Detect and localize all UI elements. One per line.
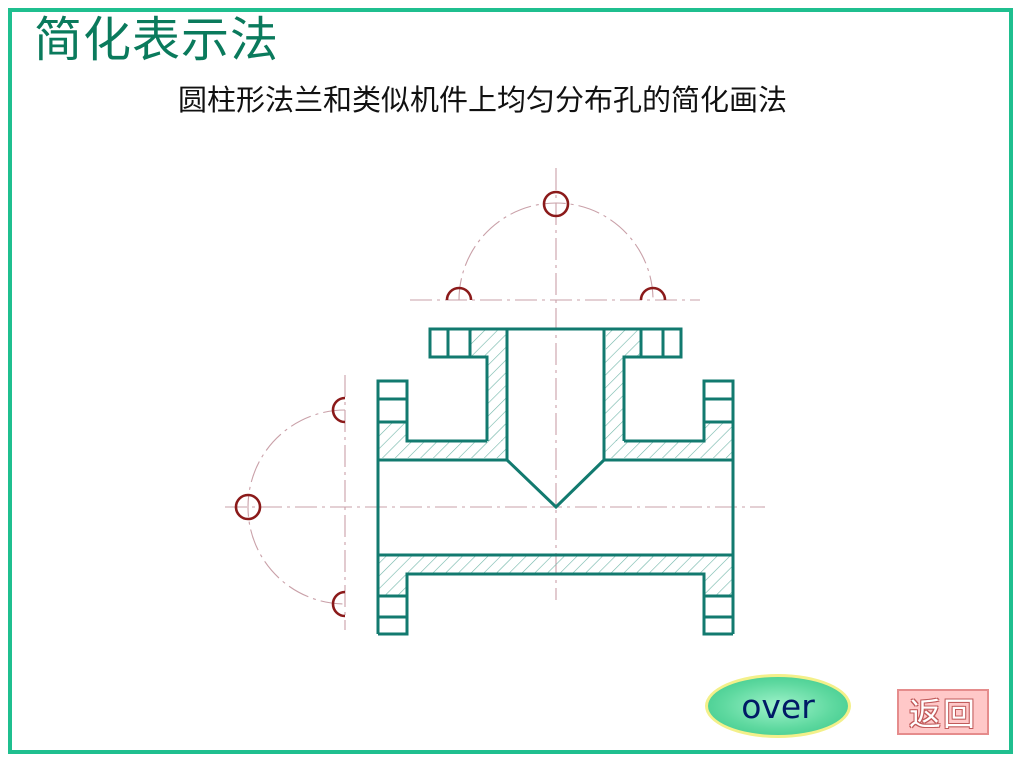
over-button[interactable]: over — [705, 674, 851, 738]
hatch-top-wall-left — [378, 440, 508, 458]
left-pitch-arc — [247, 409, 346, 605]
hatch-upper-left-wall — [487, 357, 507, 441]
hatch-top-right-flange — [606, 329, 641, 357]
hole-circle-left-upper-partial — [331, 396, 346, 424]
top-branch-outline — [428, 327, 683, 441]
page-title: 简化表示法 — [34, 12, 280, 68]
hatch-top-wall-right — [604, 440, 734, 458]
page-subtitle: 圆柱形法兰和类似机件上均匀分布孔的简化画法 — [178, 83, 788, 117]
main-body-upper-left — [376, 379, 487, 634]
hole-symbols — [234, 190, 667, 618]
hatch-bottom-right-flange — [704, 574, 733, 596]
top-pitch-arc — [458, 202, 654, 301]
hatch-bottom-wall — [378, 555, 734, 574]
section-hatching — [378, 329, 734, 596]
main-body-lower-wall — [378, 572, 733, 636]
hole-circle-top-left-partial — [445, 286, 473, 301]
part-outline — [376, 327, 735, 636]
main-body-upper-right — [624, 379, 735, 634]
hole-circle-left-lower-partial — [331, 590, 346, 618]
hatch-upper-right-wall — [604, 357, 624, 441]
hole-circle-top — [542, 190, 570, 218]
back-button[interactable]: 返回 — [897, 689, 989, 735]
hatch-left-flange — [378, 422, 407, 440]
slide-frame — [8, 8, 1013, 754]
hatch-bottom-left-flange — [378, 574, 407, 596]
center-lines — [225, 168, 765, 630]
hole-circle-top-right-partial — [639, 286, 667, 301]
drill-point-cone — [505, 458, 606, 510]
hatch-top-left-flange — [470, 329, 506, 357]
hole-circle-left — [234, 493, 262, 521]
hatch-right-flange — [704, 422, 733, 440]
